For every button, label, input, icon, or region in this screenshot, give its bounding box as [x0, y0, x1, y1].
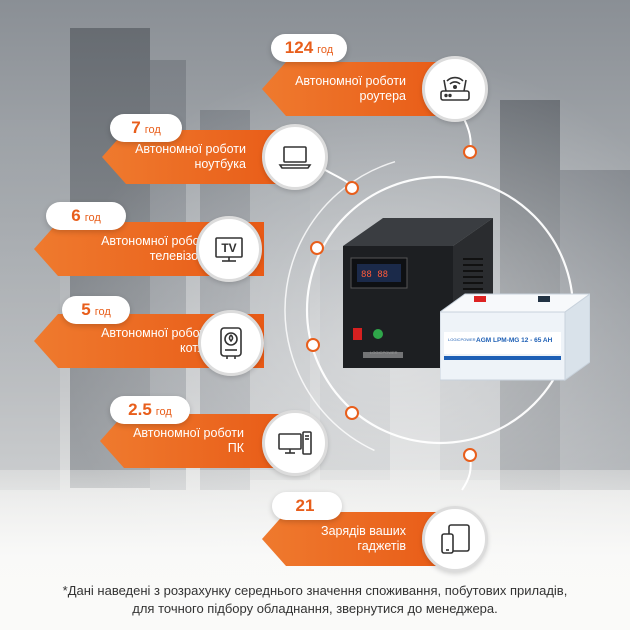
callout-line1: Автономної роботи	[101, 326, 212, 340]
connector-dot	[345, 181, 359, 195]
value-badge-gadgets: 21	[272, 492, 342, 520]
value-unit: год	[317, 43, 334, 56]
callout-line2: ПК	[227, 441, 244, 455]
agm-battery-image: AGM LPM-MG 12 - 65 AH LOGICPOWER	[438, 292, 592, 387]
value-number: 7	[131, 118, 141, 137]
callout-line2: роутера	[359, 89, 406, 103]
value-unit: год	[94, 305, 111, 318]
battery-model-label: AGM LPM-MG 12 - 65 AH	[476, 337, 553, 344]
tv-icon: TV	[196, 216, 262, 282]
connector-dot	[463, 145, 477, 159]
callout-line2: котла	[180, 341, 212, 355]
router-icon	[422, 56, 488, 122]
connector-dot	[306, 338, 320, 352]
value-badge-tv: 6 год	[46, 202, 126, 230]
footnote-line2: для точного підбору обладнання, звернути…	[132, 601, 498, 616]
callout-line1: Автономної роботи	[295, 74, 406, 88]
connector-dot	[345, 406, 359, 420]
connector-dot	[463, 448, 477, 462]
connector-dot	[310, 241, 324, 255]
value-number: 2.5	[128, 400, 152, 419]
laptop-icon	[262, 124, 328, 190]
value-unit: год	[84, 211, 101, 224]
value-number: 6	[71, 206, 81, 225]
value-badge-router: 124 год	[271, 34, 347, 62]
svg-text:88 88: 88 88	[361, 270, 388, 280]
callout-line1: Автономної роботи	[101, 234, 212, 248]
tv-icon-label: TV	[221, 241, 237, 255]
desktop-pc-icon	[262, 410, 328, 476]
callout-line1: Зарядів ваших	[321, 524, 406, 538]
value-badge-pc: 2.5 год	[110, 396, 190, 424]
callout-line2: гаджетів	[357, 539, 406, 553]
callout-line1: Автономної роботи	[133, 426, 244, 440]
value-unit: год	[155, 405, 172, 418]
value-badge-boiler: 5 год	[62, 296, 130, 324]
boiler-icon	[198, 310, 264, 376]
value-badge-laptop: 7 год	[110, 114, 182, 142]
footnote-line1: *Дані наведені з розрахунку середнього з…	[62, 583, 568, 598]
value-number: 124	[284, 38, 314, 57]
callout-line2: ноутбука	[194, 157, 246, 171]
value-unit: год	[144, 123, 161, 136]
callout-line1: Автономної роботи	[135, 142, 246, 156]
value-number: 21	[295, 496, 315, 515]
footnote: *Дані наведені з розрахунку середнього з…	[0, 582, 630, 618]
callout-line2: телевізора	[149, 249, 212, 263]
gadgets-icon	[422, 506, 488, 572]
battery-brand-label: LOGICPOWER	[448, 337, 476, 342]
callout-banner-gadgets: Зарядів ваших гаджетів	[262, 512, 458, 566]
value-number: 5	[81, 300, 91, 319]
ups-brand-label: LOGICPOWER	[370, 350, 398, 355]
